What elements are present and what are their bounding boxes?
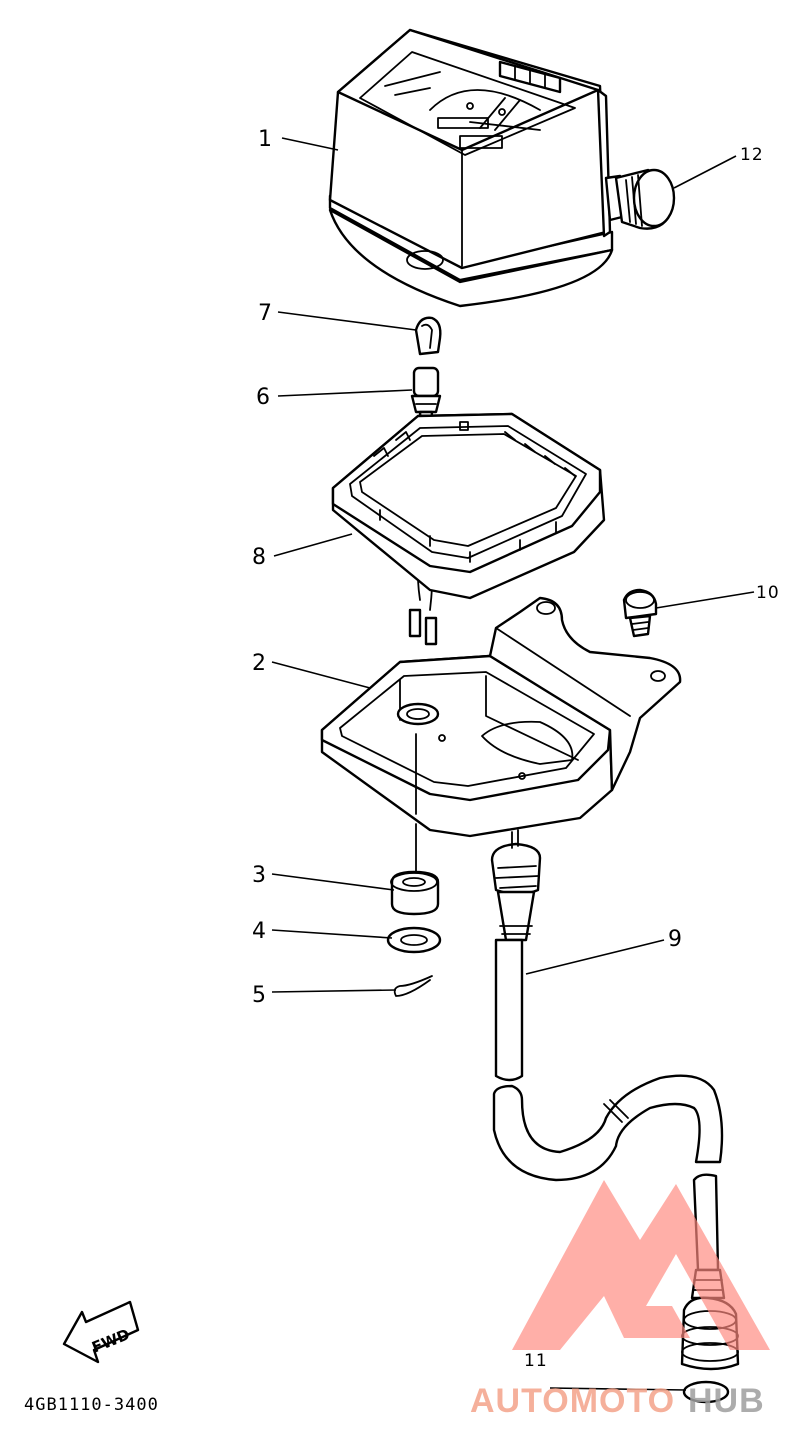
callout-12: 12 <box>740 145 764 165</box>
diagram-code: 4GB1110-3400 <box>24 1395 159 1415</box>
watermark: AUTOMOTO HUB <box>470 1180 770 1420</box>
callout-6: 6 <box>256 385 270 410</box>
callout-11: 11 <box>524 1351 548 1371</box>
callout-labels: 1 2 3 4 5 6 7 8 9 10 11 12 <box>252 127 780 1371</box>
callout-10: 10 <box>756 583 780 603</box>
callout-9: 9 <box>668 927 682 952</box>
speedometer-housing <box>328 28 614 308</box>
reset-knob <box>604 168 676 230</box>
callout-5: 5 <box>252 983 266 1008</box>
grommet <box>390 870 440 916</box>
watermark-text-b: HUB <box>688 1382 765 1420</box>
watermark-logo <box>512 1180 770 1350</box>
leader-lines <box>271 137 755 1391</box>
callout-2: 2 <box>252 651 266 676</box>
callout-1: 1 <box>258 127 272 152</box>
cotter-pin <box>393 975 433 997</box>
meter-gasket <box>331 412 606 600</box>
callout-7: 7 <box>258 301 272 326</box>
washer <box>386 926 442 954</box>
watermark-text-a: AUTOMOTO <box>470 1382 675 1420</box>
callout-3: 3 <box>252 863 266 888</box>
indicator-bulb <box>414 316 442 356</box>
meter-bracket <box>320 596 682 838</box>
callout-8: 8 <box>252 545 266 570</box>
mounting-bolt <box>622 588 658 638</box>
forward-direction-arrow: FWD <box>62 1300 140 1364</box>
callout-4: 4 <box>252 919 266 944</box>
